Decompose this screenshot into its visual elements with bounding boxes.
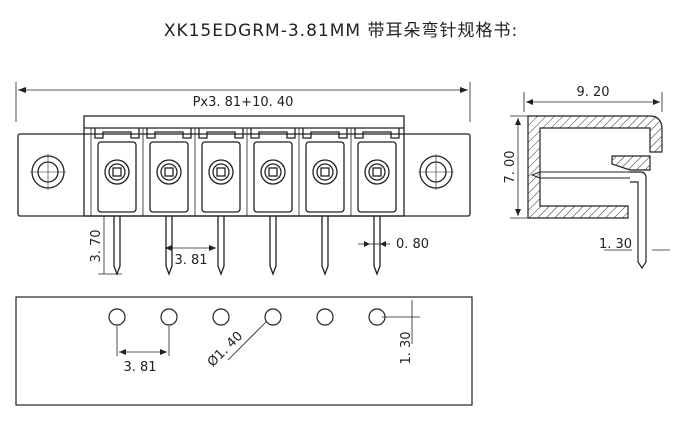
pitch-dimension-label: Px3. 81+10. 40 <box>193 95 294 110</box>
pin <box>113 216 121 276</box>
contact-section <box>611 155 651 171</box>
page-title: XK15EDGRM-3.81MM 带耳朵弯针规格书: <box>163 21 519 41</box>
pin <box>165 216 173 276</box>
pcb-hole <box>264 308 282 326</box>
terminal-position <box>194 128 244 216</box>
bent-pin <box>630 171 647 270</box>
side-view <box>510 92 670 270</box>
side-height-label: 7. 00 <box>503 150 518 183</box>
side-width-label: 9. 20 <box>576 85 609 100</box>
pin <box>373 216 381 276</box>
front-view <box>15 82 471 276</box>
pcb-hole <box>212 308 230 326</box>
terminal-position <box>90 128 140 216</box>
terminal-position <box>350 128 400 216</box>
pin <box>217 216 225 276</box>
terminal-position <box>246 128 296 216</box>
left-ear-hole <box>30 154 66 190</box>
hole-diameter-label: Ø1. 40 <box>205 329 246 370</box>
housing-section <box>527 115 663 219</box>
pin-offset-label: 1. 30 <box>599 237 632 252</box>
pin <box>321 216 329 276</box>
pin-pitch-label: 3. 81 <box>174 253 207 268</box>
pin-width-label: 0. 80 <box>396 237 429 252</box>
pcb-hole <box>160 308 178 326</box>
pcb-outline <box>15 296 473 406</box>
terminal-position <box>142 128 192 216</box>
housing-body <box>83 115 405 217</box>
pcb-hole <box>316 308 334 326</box>
pcb-hole <box>108 308 126 326</box>
terminal-position <box>298 128 348 216</box>
pcb-view <box>15 296 473 406</box>
right-ear-hole <box>418 154 454 190</box>
mounting-flange <box>17 133 471 217</box>
hole-offset-label: 1. 30 <box>399 331 414 364</box>
pin <box>269 216 277 276</box>
hole-pitch-label: 3. 81 <box>123 360 156 375</box>
pin-length-label: 3. 70 <box>89 229 104 262</box>
